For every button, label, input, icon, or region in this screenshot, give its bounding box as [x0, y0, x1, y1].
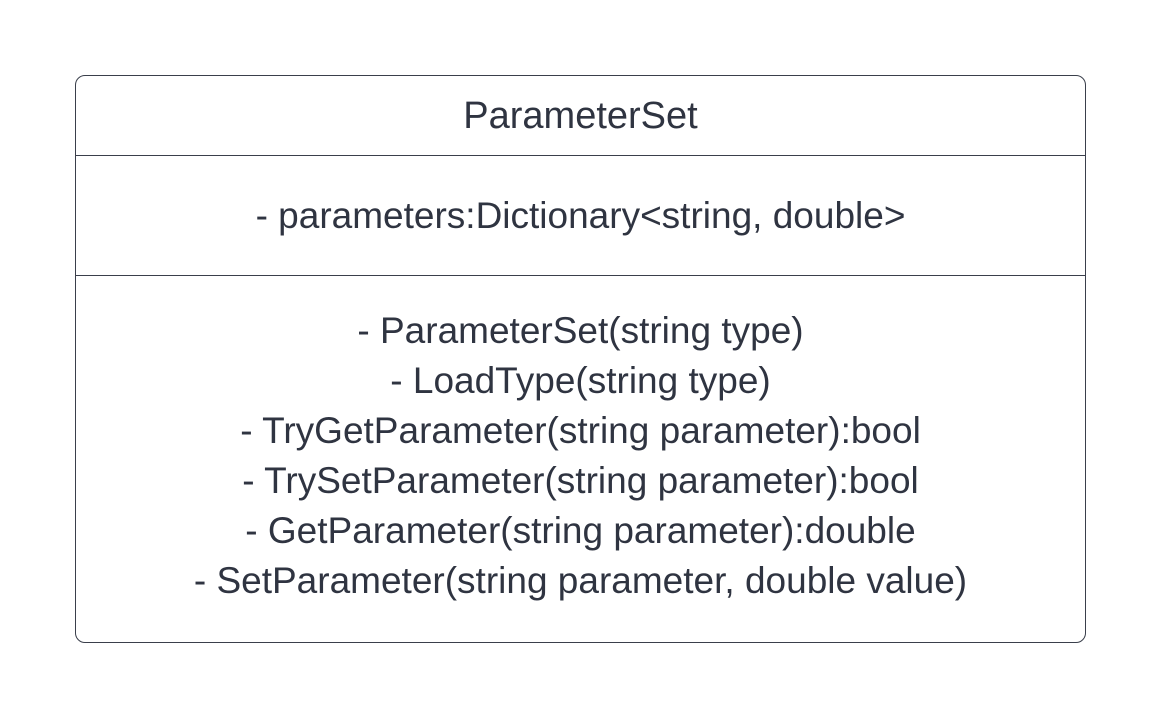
method-item: - LoadType(string type) — [390, 360, 771, 401]
method-item: - ParameterSet(string type) — [357, 310, 804, 351]
method-item: - SetParameter(string parameter, double … — [193, 560, 968, 601]
class-name-compartment: ParameterSet — [76, 76, 1085, 156]
method-item: - GetParameter(string parameter):double — [245, 510, 916, 551]
method-item: - TrySetParameter(string parameter):bool — [242, 460, 919, 501]
attributes-compartment: - parameters:Dictionary<string, double> — [76, 156, 1085, 276]
method-item: - TryGetParameter(string parameter):bool — [240, 410, 921, 451]
uml-class-box: ParameterSet - parameters:Dictionary<str… — [75, 75, 1086, 643]
class-name: ParameterSet — [463, 94, 698, 137]
attribute-item: - parameters:Dictionary<string, double> — [255, 195, 906, 236]
methods-compartment: - ParameterSet(string type) - LoadType(s… — [76, 276, 1085, 642]
